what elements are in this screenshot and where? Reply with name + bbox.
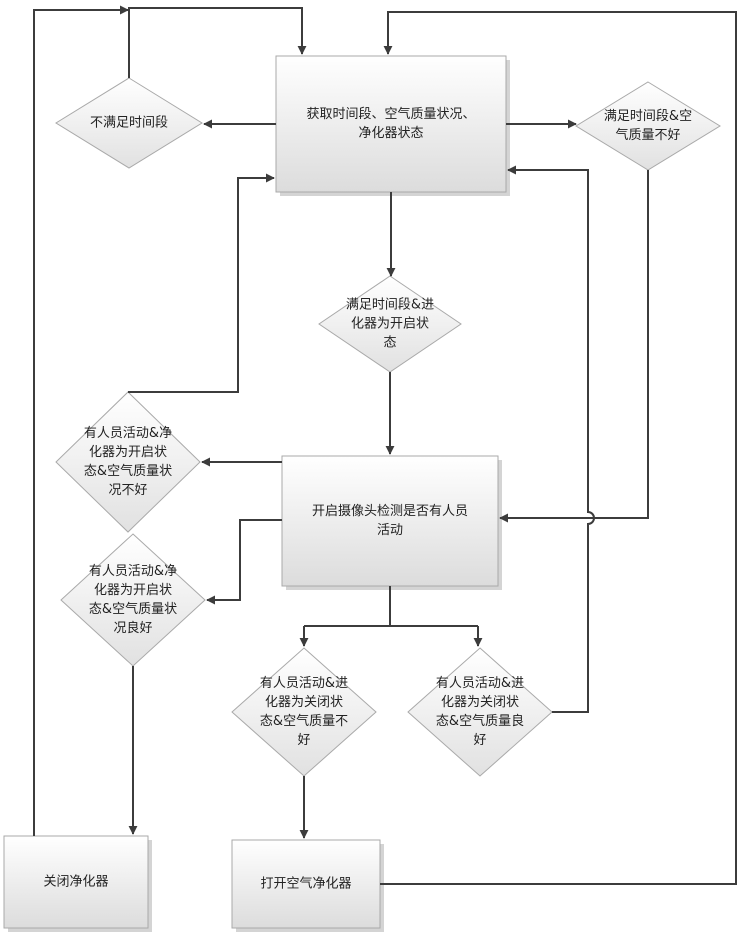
active-off-good-diamond [407, 647, 553, 777]
active-on-bad-loop-arrow [128, 173, 275, 393]
close-purifier-label: 关闭净化器 [43, 874, 109, 890]
time-on-label: 满足时间段&进 化器为开启状 态 [345, 297, 435, 351]
time-bad-air-label: 满足时间段&空 气质量不好 [603, 109, 693, 143]
time-bad-air-to-camera-arrow [499, 170, 649, 523]
close-purifier-loop-arrow [33, 5, 129, 836]
active-on-bad-label: 有人员活动&净 化器为开启状 态&空气质量状 况不好 [83, 426, 173, 498]
active-on-good-label: 有人员活动&净 化器为开启状 态&空气质量状 况良好 [88, 564, 178, 636]
open-purifier-loop-arrow [380, 11, 737, 885]
not-in-time-label: 不满足时间段 [89, 115, 169, 131]
not-in-time-loop-arrow [128, 7, 307, 78]
active-off-good-loop-arrow [507, 165, 595, 713]
active-off-bad-label: 有人员活动&进 化器为关闭状 态&空气质量不 好 [259, 676, 349, 748]
open-purifier-label: 打开空气净化器 [260, 876, 352, 892]
not-in-time-diamond [55, 77, 203, 169]
close-purifier-box [3, 835, 149, 929]
acquire-box [275, 55, 507, 193]
camera-label: 开启摄像头检测是否有人员 活动 [311, 504, 469, 538]
active-on-bad-diamond [55, 391, 201, 533]
camera-to-active-on-good-arrow [206, 519, 282, 605]
open-purifier-box [231, 839, 381, 929]
camera-box [281, 455, 499, 587]
active-off-good-label: 有人员活动&进 化器为关闭状 态&空气质量良 好 [435, 676, 525, 748]
acquire-label: 获取时间段、空气质量状况、 净化器状态 [306, 107, 476, 141]
